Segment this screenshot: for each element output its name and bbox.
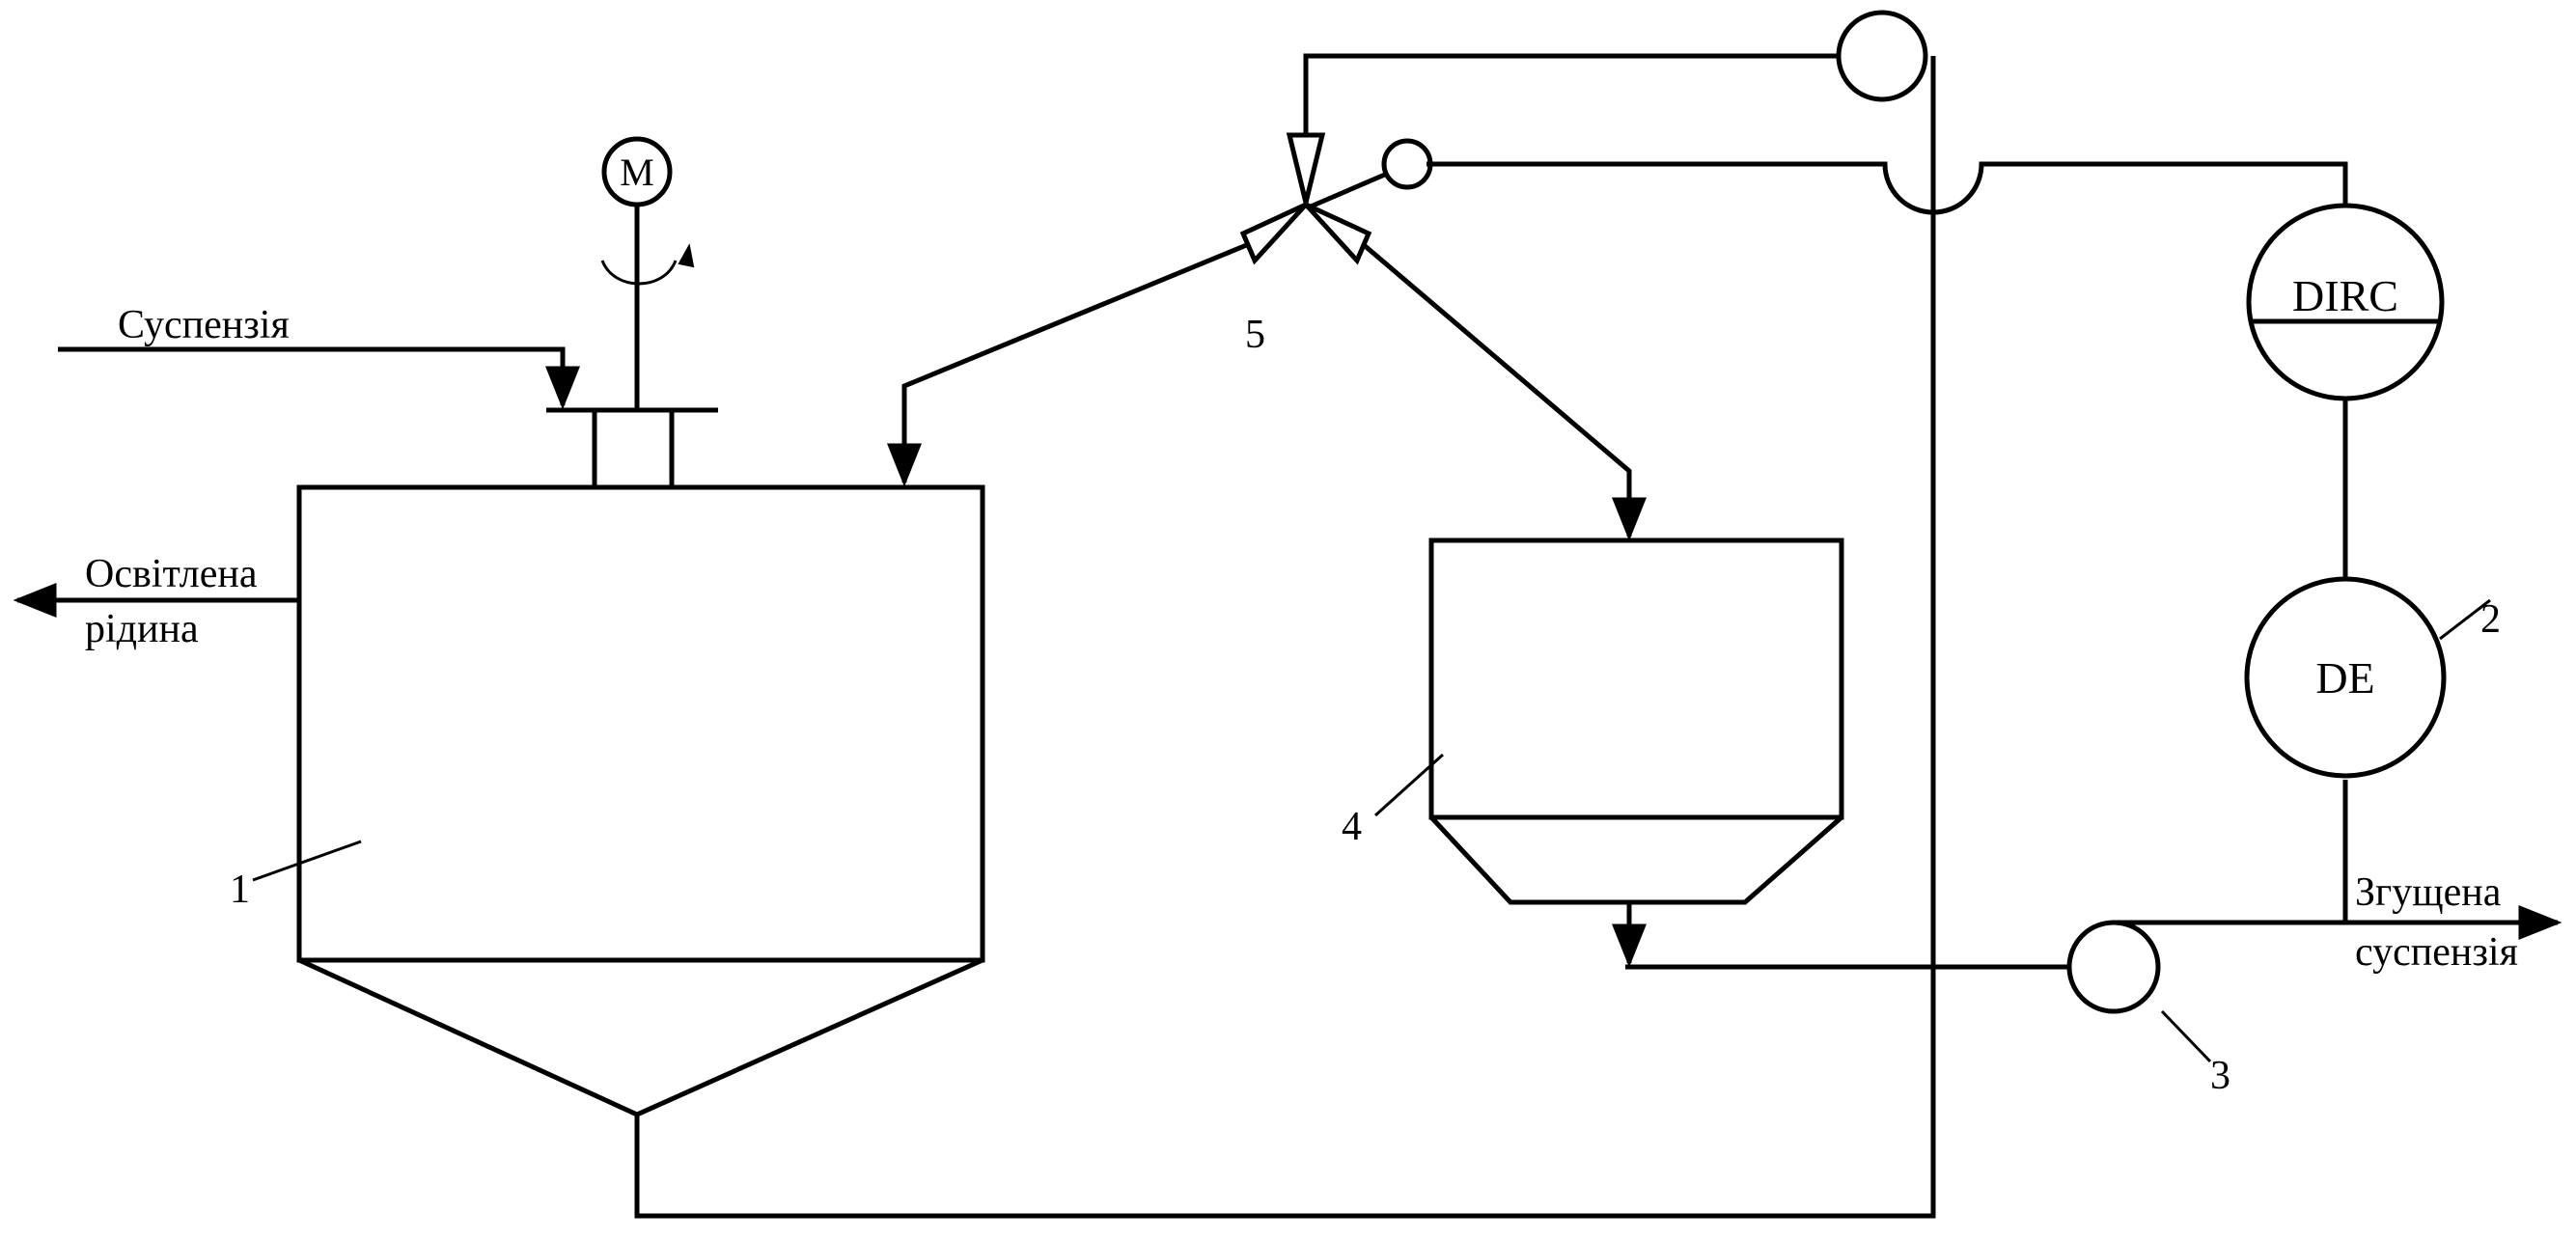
rotation-arrowhead (678, 243, 695, 268)
thickener-cone (297, 957, 984, 1117)
feed-line (58, 346, 580, 410)
stirrer-assembly (546, 136, 718, 490)
valve-to-thickener-line (887, 241, 1250, 487)
callout-leader-2 (2439, 598, 2491, 641)
tank-vessel (1428, 537, 1844, 905)
underflow-pipe (634, 56, 1936, 1219)
callout-4: 4 (1342, 805, 1362, 849)
motor-symbol (601, 136, 673, 207)
stirrer-housing (592, 407, 675, 490)
callout-3: 3 (2210, 1054, 2230, 1098)
callout-2: 2 (2480, 597, 2501, 642)
callout-leader-1 (252, 840, 362, 882)
valve-port-right (1304, 202, 1372, 265)
callout-leader-3 (2160, 1009, 2212, 1063)
motor-label: M (620, 151, 654, 194)
callout-5: 5 (1245, 313, 1265, 357)
recirculation-pump (1836, 10, 1928, 102)
sensor-label: DE (2315, 653, 2374, 703)
clarified-label-line1: Освітлена (85, 552, 258, 596)
rotation-arrow (600, 260, 678, 286)
callout-1: 1 (230, 868, 250, 912)
actuator-stem (1310, 171, 1388, 209)
control-signal-line (1426, 161, 2348, 215)
discharge-pump (2066, 920, 2161, 1014)
three-way-valve (1239, 132, 1372, 265)
valve-port-top (1286, 132, 1326, 204)
valve-actuator (1381, 138, 1433, 190)
feed-label: Суспензія (118, 303, 290, 347)
callout-leader-4 (1373, 753, 1445, 817)
tank-bottom (1429, 815, 1843, 905)
valve-to-tank-line (1361, 242, 1647, 541)
tank-body (1428, 537, 1844, 820)
thickened-label-line1: Згущена (2355, 870, 2502, 915)
pump-to-valve-line (1303, 53, 1840, 135)
thickener-vessel (296, 484, 985, 1117)
thickened-label-line2: суспензія (2355, 930, 2518, 975)
thickener-body (296, 484, 985, 963)
controller-label: DIRC (2292, 271, 2398, 320)
valve-port-left (1239, 202, 1308, 265)
clarified-label-line2: рідина (85, 607, 199, 651)
